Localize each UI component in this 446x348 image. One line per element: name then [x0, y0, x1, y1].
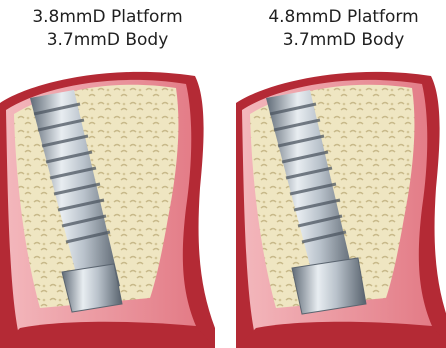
panel-narrow-platform: 3.8mmD Platform 3.7mmD Body — [0, 0, 215, 348]
implant-illustration — [236, 58, 446, 348]
panel-wide-platform: 4.8mmD Platform 3.7mmD Body — [236, 0, 446, 348]
platform-label: 3.8mmD Platform — [0, 7, 215, 28]
platform-label: 4.8mmD Platform — [236, 7, 446, 28]
body-label: 3.7mmD Body — [0, 30, 215, 51]
body-label: 3.7mmD Body — [236, 30, 446, 51]
implant-illustration — [0, 58, 215, 348]
